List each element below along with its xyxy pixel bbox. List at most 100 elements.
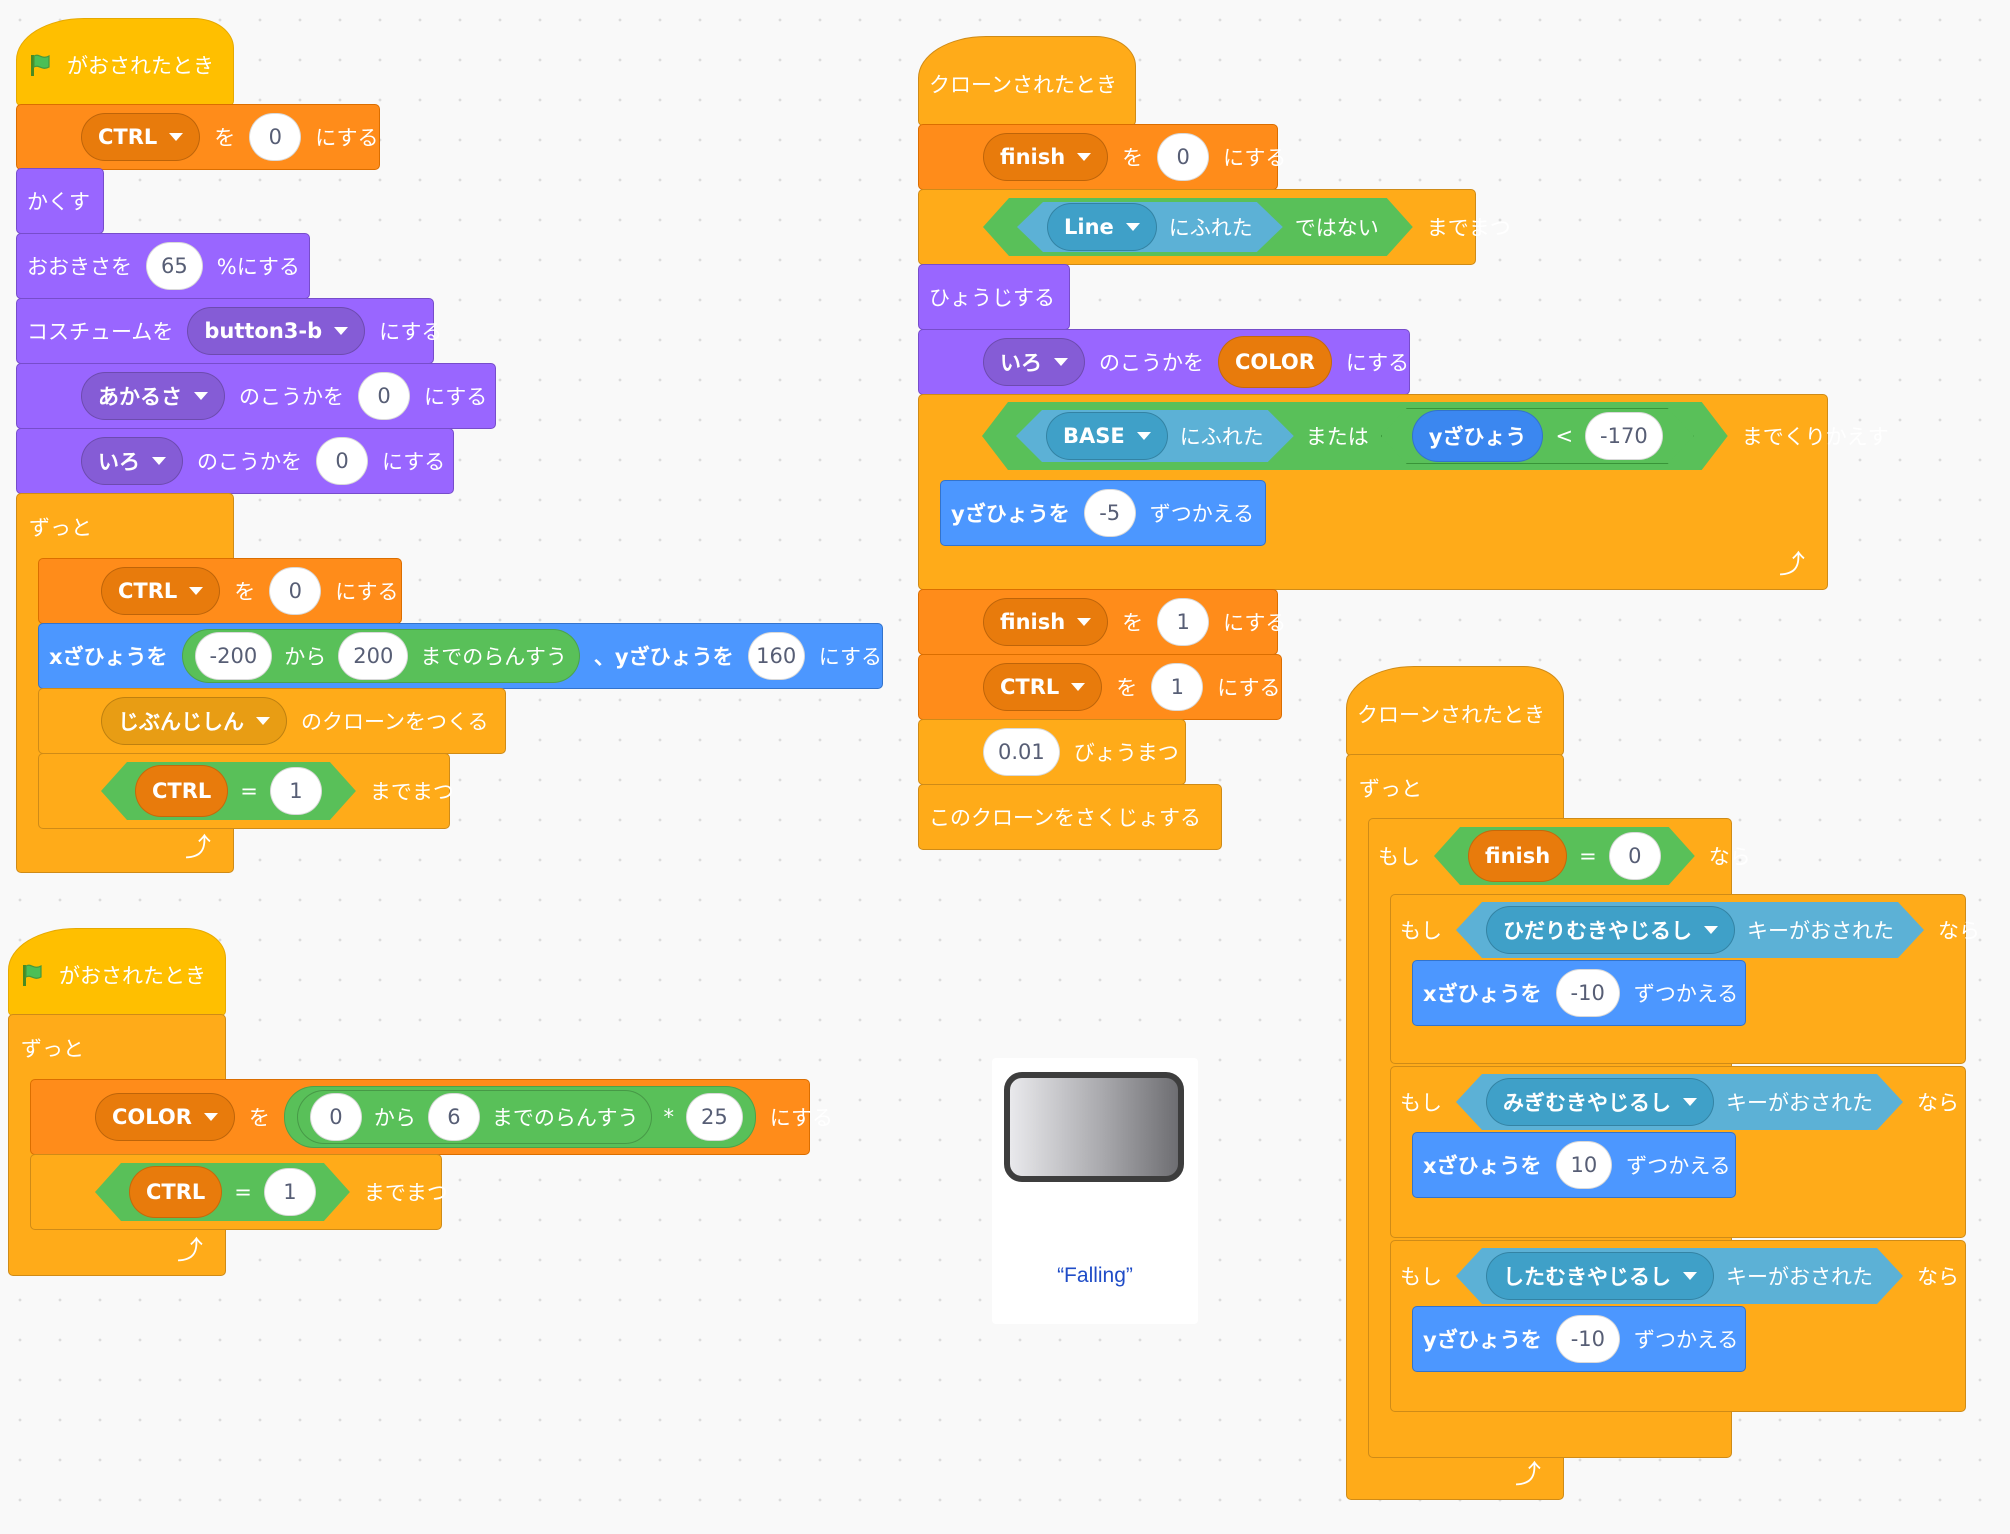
touching-object-dropdown[interactable]: BASE (1046, 412, 1168, 460)
goto-xy-block[interactable]: xざひょうを -200 から 200 までのらんすう 、yざひょうを 160 に… (38, 623, 883, 689)
value-input[interactable]: 160 (747, 632, 805, 680)
set-variable-block[interactable]: CTRL を 1 にする (918, 654, 1282, 720)
value-input[interactable]: 0 (1157, 133, 1210, 181)
less-than-operator[interactable]: yざひょう < -170 (1381, 408, 1694, 464)
equals-operator[interactable]: CTRL = 1 (101, 762, 356, 820)
value-input[interactable]: -10 (1555, 969, 1620, 1017)
label: までのらんすう (491, 1106, 639, 1130)
value-input[interactable]: -5 (1083, 489, 1136, 537)
when-cloned-hat[interactable]: クローンされたとき (1346, 666, 1564, 756)
variable-reporter[interactable]: COLOR (1218, 336, 1332, 388)
if-header[interactable]: もし みぎむきやじるし キーがおされた なら (1390, 1066, 1966, 1138)
or-operator[interactable]: BASE にふれた または yざひょう < -170 (982, 402, 1728, 470)
key-pressed-sensor[interactable]: したむきやじるし キーがおされた (1456, 1248, 1903, 1304)
value-input[interactable]: 0 (269, 567, 322, 615)
value-input[interactable]: 1 (1151, 663, 1204, 711)
value-input[interactable]: 0 (1609, 832, 1661, 880)
loop-arrow-icon: ⤴ (184, 833, 211, 863)
wait-seconds-block[interactable]: 0.01 びょうまつ (918, 719, 1186, 785)
value-input[interactable]: 6 (427, 1093, 480, 1141)
wait-until-block[interactable]: CTRL = 1 までまつ (30, 1154, 448, 1230)
variable-dropdown[interactable]: CTRL (81, 113, 201, 161)
value-input[interactable]: 0 (309, 1093, 362, 1141)
label: ずつかえる (1149, 502, 1255, 526)
when-flag-clicked-hat[interactable]: がおされたとき (8, 928, 226, 1016)
key-dropdown[interactable]: ひだりむきやじるし (1486, 906, 1735, 954)
variable-dropdown[interactable]: COLOR (95, 1093, 235, 1141)
delete-clone-block[interactable]: このクローンをさくじょする (918, 784, 1222, 850)
repeat-until-header[interactable]: BASE にふれた または yざひょう < -170 までくりかえす (918, 394, 1889, 478)
pick-random-reporter[interactable]: -200 から 200 までのらんすう (181, 629, 580, 683)
effect-dropdown[interactable]: いろ (81, 437, 183, 485)
set-variable-block[interactable]: CTRL を 0 にする (16, 104, 380, 170)
variable-dropdown[interactable]: CTRL (101, 567, 221, 615)
key-dropdown[interactable]: みぎむきやじるし (1486, 1078, 1714, 1126)
value-input[interactable]: -200 (194, 632, 273, 680)
if-header[interactable]: もし したむきやじるし キーがおされた なら (1390, 1240, 1966, 1312)
if-header[interactable]: もし ひだりむきやじるし キーがおされた なら (1390, 894, 1980, 966)
value-input[interactable]: 1 (1157, 598, 1210, 646)
value-input[interactable]: -170 (1585, 412, 1663, 460)
variable-dropdown[interactable]: CTRL (983, 663, 1103, 711)
key-pressed-sensor[interactable]: ひだりむきやじるし キーがおされた (1456, 902, 1924, 958)
label: のクローンをつくる (301, 710, 489, 734)
costume-dropdown[interactable]: button3-b (187, 307, 366, 355)
if-header[interactable]: もし finish = 0 なら (1368, 818, 1751, 894)
label: から (284, 645, 327, 669)
set-effect-block[interactable]: あかるさ のこうかを 0 にする (16, 363, 496, 429)
when-cloned-hat[interactable]: クローンされたとき (918, 36, 1136, 126)
wait-until-block[interactable]: Line にふれた ではない までまつ (918, 189, 1511, 265)
wait-until-block[interactable]: CTRL = 1 までまつ (38, 753, 454, 829)
switch-costume-block[interactable]: コスチュームを button3-b にする (16, 298, 442, 364)
touching-sensor[interactable]: BASE にふれた (1016, 410, 1294, 462)
equals-operator[interactable]: CTRL = 1 (95, 1163, 350, 1221)
set-effect-block[interactable]: いろ のこうかを COLOR にする (918, 329, 1410, 395)
not-operator[interactable]: Line にふれた ではない (983, 198, 1413, 256)
change-x-block[interactable]: xざひょうを 10 ずつかえる (1412, 1132, 1736, 1198)
equals-operator[interactable]: finish = 0 (1434, 827, 1695, 885)
variable-reporter[interactable]: CTRL (135, 765, 228, 817)
value-input[interactable]: 200 (338, 632, 409, 680)
value-input[interactable]: -10 (1555, 1315, 1621, 1363)
hide-block[interactable]: かくす (16, 168, 104, 234)
set-variable-block[interactable]: finish を 0 にする (918, 124, 1286, 190)
set-variable-block[interactable]: CTRL を 0 にする (38, 558, 402, 624)
label: を (248, 1106, 270, 1130)
value-input[interactable]: 0 (358, 372, 410, 420)
create-clone-block[interactable]: じぶんじしん のクローンをつくる (38, 688, 506, 754)
variable-dropdown[interactable]: finish (983, 598, 1109, 646)
touching-object-dropdown[interactable]: Line (1047, 203, 1157, 251)
value-input[interactable]: 25 (686, 1093, 743, 1141)
effect-dropdown[interactable]: あかるさ (81, 372, 225, 420)
y-position-reporter[interactable]: yざひょう (1412, 410, 1544, 462)
value-input[interactable]: 0 (316, 437, 368, 485)
variable-dropdown[interactable]: finish (983, 133, 1109, 181)
label: のこうかを (239, 385, 344, 409)
when-flag-clicked-hat[interactable]: がおされたとき (16, 18, 234, 106)
value-input[interactable]: 0.01 (983, 728, 1060, 776)
set-size-block[interactable]: おおきさを 65 %にする (16, 233, 310, 299)
multiply-operator[interactable]: 0 から 6 までのらんすう * 25 (283, 1086, 756, 1148)
key-dropdown[interactable]: したむきやじるし (1486, 1252, 1714, 1300)
touching-sensor[interactable]: Line にふれた (1017, 202, 1283, 252)
variable-reporter[interactable]: finish (1468, 830, 1567, 882)
effect-dropdown[interactable]: いろ (983, 338, 1085, 386)
key-pressed-sensor[interactable]: みぎむきやじるし キーがおされた (1456, 1074, 1903, 1130)
pick-random-reporter[interactable]: 0 から 6 までのらんすう (296, 1090, 652, 1144)
label: コスチュームを (27, 320, 174, 344)
set-variable-block[interactable]: COLOR を 0 から 6 までのらんすう * 25 にする (30, 1079, 833, 1155)
change-y-block[interactable]: yざひょうを -10 ずつかえる (1412, 1306, 1746, 1372)
value-input[interactable]: 10 (1555, 1141, 1613, 1189)
value-input[interactable]: 1 (264, 1168, 316, 1216)
show-block[interactable]: ひょうじする (918, 264, 1070, 330)
change-y-block[interactable]: yざひょうを -5 ずつかえる (940, 480, 1266, 546)
set-variable-block[interactable]: finish を 1 にする (918, 589, 1286, 655)
value-input[interactable]: 1 (270, 767, 322, 815)
set-effect-block[interactable]: いろ のこうかを 0 にする (16, 428, 454, 494)
value-input[interactable]: 65 (146, 242, 203, 290)
change-x-block[interactable]: xざひょうを -10 ずつかえる (1412, 960, 1746, 1026)
clone-target-dropdown[interactable]: じぶんじしん (101, 697, 287, 745)
value-input[interactable]: 0 (249, 113, 302, 161)
variable-reporter[interactable]: CTRL (129, 1166, 222, 1218)
